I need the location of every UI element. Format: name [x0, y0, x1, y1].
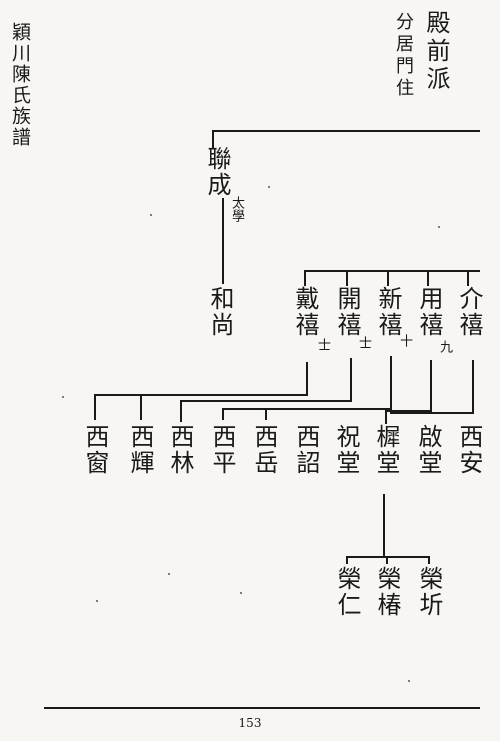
line-jiexi-h: [390, 412, 474, 414]
line-gen2-drop-1: [304, 270, 306, 286]
line-daixi-stem: [306, 362, 308, 396]
note-daixi: 士: [315, 338, 330, 351]
line-yongxi-stem: [430, 360, 432, 412]
person-xizhao: 西詔: [292, 424, 320, 476]
scan-speck: [62, 396, 64, 398]
person-xinxi: 新禧: [374, 286, 402, 338]
line-gen2-horizontal: [304, 270, 480, 272]
line-xitang-stem: [383, 494, 385, 558]
scan-speck: [240, 592, 242, 594]
line-gen4-drop-3: [428, 556, 430, 564]
line-top-horizontal: [212, 130, 480, 132]
sidebar-title: 穎川陳氏族譜: [9, 22, 31, 148]
line-yongxi-drop: [385, 410, 387, 424]
scan-speck: [168, 573, 170, 575]
line-xiyue-drop: [265, 408, 267, 420]
person-xiyue: 西岳: [250, 424, 278, 476]
line-gen1-stem: [222, 198, 224, 284]
line-xinxi-stem: [390, 356, 392, 408]
line-gen2-drop-2: [346, 270, 348, 286]
line-top-drop: [212, 130, 214, 148]
line-gen2-drop-3: [387, 270, 389, 286]
line-gen4-h: [346, 556, 430, 558]
line-gen2-drop-4: [427, 270, 429, 286]
person-xian: 西安: [455, 424, 483, 476]
line-xinxi-h: [222, 408, 392, 410]
scan-speck: [96, 600, 98, 602]
line-xiping-drop: [222, 408, 224, 420]
line-kaixi-stem: [350, 358, 352, 402]
branch-title: 殿前派: [422, 10, 450, 94]
line-xilin-drop: [180, 400, 182, 422]
line-gen4-drop-1: [346, 556, 348, 564]
person-kaixi: 開禧: [333, 286, 361, 338]
person-rongqi: 榮圻: [415, 566, 443, 618]
person-liancheng: 聯成: [203, 146, 231, 198]
scan-speck: [438, 226, 440, 228]
scan-speck: [150, 214, 152, 216]
note-taixue: 太學: [229, 196, 244, 222]
line-kaixi-h: [180, 400, 352, 402]
branch-subtitle: 分居門住: [393, 12, 414, 100]
person-daixi: 戴禧: [291, 286, 319, 338]
line-xichuang-drop: [94, 394, 96, 420]
person-xihui: 西輝: [126, 424, 154, 476]
person-xiping: 西平: [208, 424, 236, 476]
person-zhutang: 祝堂: [332, 424, 360, 476]
line-xihui-drop: [140, 394, 142, 420]
line-jiexi-stem: [472, 360, 474, 414]
page-number: 153: [238, 716, 262, 730]
scan-speck: [408, 680, 410, 682]
note-xinxi: 十: [397, 334, 412, 347]
person-xitang: 樨堂: [372, 424, 400, 476]
footer-rule: [44, 707, 480, 709]
scan-speck: [268, 186, 270, 188]
line-yongxi-h: [385, 410, 432, 412]
person-yongxi: 用禧: [415, 286, 443, 338]
person-rongren: 榮仁: [333, 566, 361, 618]
note-kaixi: 士: [356, 336, 371, 349]
person-rongchun: 榮椿: [373, 566, 401, 618]
line-daixi-h: [94, 394, 308, 396]
person-xichuang: 西窗: [81, 424, 109, 476]
person-jiexi: 介禧: [455, 286, 483, 338]
line-gen4-drop-2: [386, 556, 388, 564]
line-gen2-drop-5: [467, 270, 469, 286]
note-yongxi: 九: [437, 340, 452, 353]
person-xilin: 西林: [166, 424, 194, 476]
person-qitang: 啟堂: [414, 424, 442, 476]
person-heshang: 和尚: [206, 286, 234, 338]
